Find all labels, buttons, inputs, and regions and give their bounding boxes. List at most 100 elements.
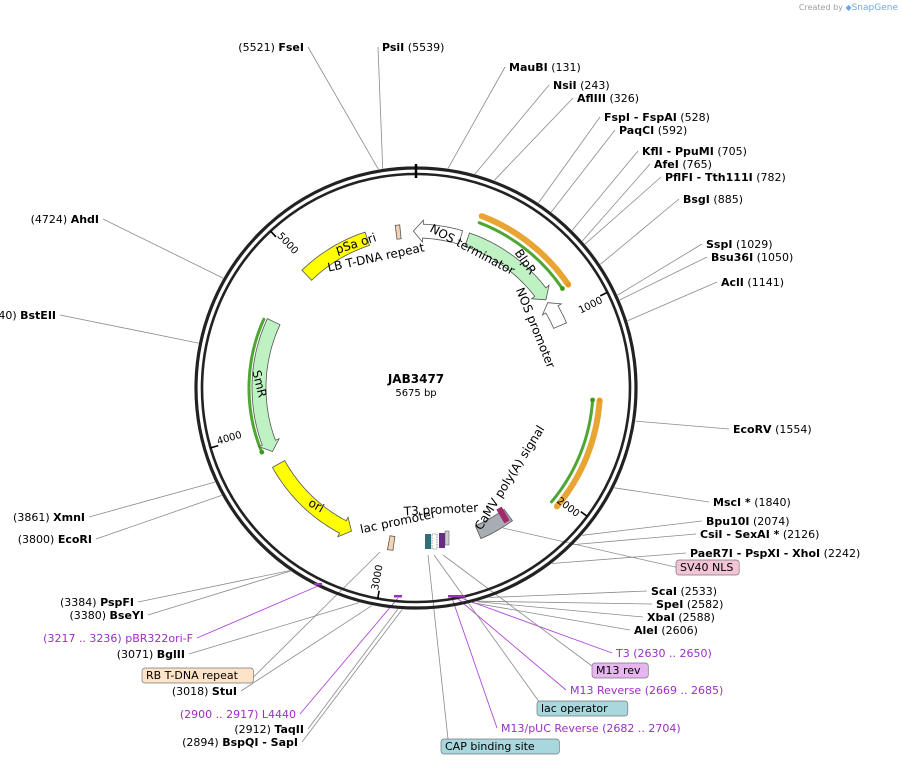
site-label-afliii[interactable]: AflIII (326)	[577, 92, 639, 105]
site-position-bsgi: (885)	[713, 193, 743, 206]
feature-label-ori: ori	[306, 496, 327, 516]
site-position-nsii: (243)	[580, 79, 610, 92]
primer-mark-m13-puc-reverse[interactable]	[448, 595, 456, 598]
site-label-bglii[interactable]: (3071) BglII	[117, 648, 185, 661]
site-label-pflfi-tth111i[interactable]: PflFI - Tth111I (782)	[665, 171, 786, 184]
site-label-scai[interactable]: ScaI (2533)	[651, 585, 717, 598]
site-label-bseyi[interactable]: (3380) BseYI	[69, 609, 144, 622]
site-name-taqii: TaqII	[274, 723, 304, 736]
primer-position-l4440: (2900 .. 2917)	[180, 708, 259, 721]
site-position-spei: (2582)	[687, 598, 724, 611]
orf-arc-4	[550, 398, 595, 504]
site-label-ahdi[interactable]: (4724) AhdI	[31, 213, 99, 226]
site-label-msci[interactable]: MscI * (1840)	[713, 496, 791, 509]
site-label-taqii[interactable]: (2912) TaqII	[234, 723, 304, 736]
site-position-xmni: (3861)	[13, 511, 50, 524]
site-label-alei[interactable]: AleI (2606)	[634, 624, 698, 637]
site-position-fsei: (5521)	[238, 41, 275, 54]
site-leader-paer7i-pspxi-xhoi	[551, 552, 687, 564]
site-label-afei[interactable]: AfeI (765)	[654, 158, 712, 171]
site-label-bsu36i[interactable]: Bsu36I (1050)	[711, 251, 793, 264]
site-name-fsei: FseI	[278, 41, 304, 54]
feature-cap-binding-site[interactable]	[425, 534, 431, 549]
feature-nos-promoter[interactable]	[541, 302, 568, 329]
site-label-bspqi-sapi[interactable]: (2894) BspQI - SapI	[182, 736, 298, 749]
box-label-m13-rev: M13 rev	[596, 664, 641, 677]
box-cap-binding-site[interactable]	[440, 738, 560, 755]
site-leader-maubi	[447, 66, 506, 169]
site-position-ahdi: (4724)	[31, 213, 68, 226]
site-leader-ecori	[95, 495, 222, 540]
site-leader-spei	[477, 600, 653, 605]
primer-label-l4440[interactable]: (2900 .. 2917) L4440	[180, 708, 296, 721]
box-rb-t-dna-repeat[interactable]	[141, 667, 254, 684]
site-label-fsei[interactable]: (5521) FseI	[238, 41, 304, 54]
site-label-fspi-fspai[interactable]: FspI - FspAI (528)	[604, 111, 710, 124]
site-label-kfli-ppumi[interactable]: KflI - PpuMI (705)	[642, 145, 747, 158]
primer-mark-m13-reverse[interactable]	[453, 595, 461, 598]
site-label-csii-sexai[interactable]: CsiI - SexAI * (2126)	[700, 528, 819, 541]
site-label-paqci[interactable]: PaqCI (592)	[619, 124, 687, 137]
feature-lb-t-dna-repeat[interactable]	[394, 224, 402, 240]
primer-label-t3[interactable]: T3 (2630 .. 2650)	[615, 647, 712, 660]
feature-ori[interactable]	[271, 460, 352, 538]
site-label-xbai[interactable]: XbaI (2588)	[647, 611, 715, 624]
primer-leader-pbr322ori-f	[196, 585, 319, 639]
site-label-paer7i-pspxi-xhoi[interactable]: PaeR7I - PspXI - XhoI (2242)	[690, 547, 860, 560]
site-label-psii[interactable]: PsiI (5539)	[382, 41, 444, 54]
site-label-pspfi[interactable]: (3384) PspFI	[60, 596, 134, 609]
site-position-pspfi: (3384)	[60, 596, 97, 609]
site-leader-bseyi	[147, 570, 291, 616]
site-label-bsteii[interactable]: (4440) BstEII	[0, 309, 56, 322]
box-lac-operator[interactable]	[536, 700, 629, 717]
site-label-ecori[interactable]: (3800) EcoRI	[18, 533, 92, 546]
site-label-nsii[interactable]: NsiI (243)	[553, 79, 610, 92]
feature-lac-operator[interactable]	[431, 533, 438, 550]
site-label-ecorv[interactable]: EcoRV (1554)	[733, 423, 812, 436]
primer-mark-l4440[interactable]	[394, 595, 402, 598]
site-name-psii: PsiI	[382, 41, 404, 54]
feature-nos-terminator[interactable]	[412, 219, 464, 245]
feature-m13-rev[interactable]	[439, 533, 445, 548]
site-label-xmni[interactable]: (3861) XmnI	[13, 511, 85, 524]
box-label-rb-t-dna-repeat: RB T-DNA repeat	[146, 669, 239, 682]
site-name-alei: AleI	[634, 624, 658, 637]
box-sv40-nls[interactable]	[675, 559, 740, 576]
feature-lac-promoter[interactable]	[387, 535, 396, 551]
feature-label-smr: SmR	[249, 369, 269, 399]
feature-psa-ori[interactable]	[301, 231, 371, 281]
site-leader-bglii	[188, 602, 360, 655]
primer-label-m13-puc-reverse[interactable]: M13/pUC Reverse (2682 .. 2704)	[501, 722, 681, 735]
primer-position-m13-puc-reverse: (2682 .. 2704)	[602, 722, 681, 735]
site-leader-xbai	[476, 601, 644, 618]
credit-brand: SnapGene	[851, 3, 898, 13]
orf-arc-3	[553, 397, 603, 510]
site-label-maubi[interactable]: MauBI (131)	[509, 61, 581, 74]
site-position-scai: (2533)	[680, 585, 717, 598]
primer-position-t3: (2630 .. 2650)	[633, 647, 712, 660]
site-label-stui[interactable]: (3018) StuI	[172, 685, 237, 698]
primer-position-pbr322ori-f: (3217 .. 3236)	[43, 632, 122, 645]
feature-blpr[interactable]	[464, 232, 550, 301]
primer-name-pbr322ori-f: pBR322ori-F	[125, 632, 193, 645]
primer-leader-l4440	[299, 597, 399, 715]
site-position-afei: (765)	[682, 158, 712, 171]
primer-mark-pbr322ori-f[interactable]	[314, 583, 322, 586]
site-name-scai: ScaI	[651, 585, 677, 598]
site-name-afliii: AflIII	[577, 92, 606, 105]
box-m13-rev[interactable]	[591, 662, 649, 679]
feature-smr[interactable]	[251, 318, 281, 452]
feature-t3-promoter[interactable]	[444, 530, 450, 546]
primer-label-m13-reverse[interactable]: M13 Reverse (2669 .. 2685)	[570, 684, 723, 697]
site-position-pflfi-tth111i: (782)	[756, 171, 786, 184]
site-label-sspi[interactable]: SspI (1029)	[706, 238, 773, 251]
feature-sv40-nls[interactable]	[496, 506, 510, 524]
site-position-csii-sexai: (2126)	[783, 528, 820, 541]
site-name-nsii: NsiI	[553, 79, 577, 92]
primer-leader-m13-puc-reverse	[451, 597, 498, 729]
site-label-spei[interactable]: SpeI (2582)	[656, 598, 723, 611]
site-label-bsgi[interactable]: BsgI (885)	[683, 193, 743, 206]
site-label-acli[interactable]: AclI (1141)	[721, 276, 784, 289]
primer-label-pbr322ori-f[interactable]: (3217 .. 3236) pBR322ori-F	[43, 632, 193, 645]
site-label-bpu10i[interactable]: Bpu10I (2074)	[706, 515, 790, 528]
